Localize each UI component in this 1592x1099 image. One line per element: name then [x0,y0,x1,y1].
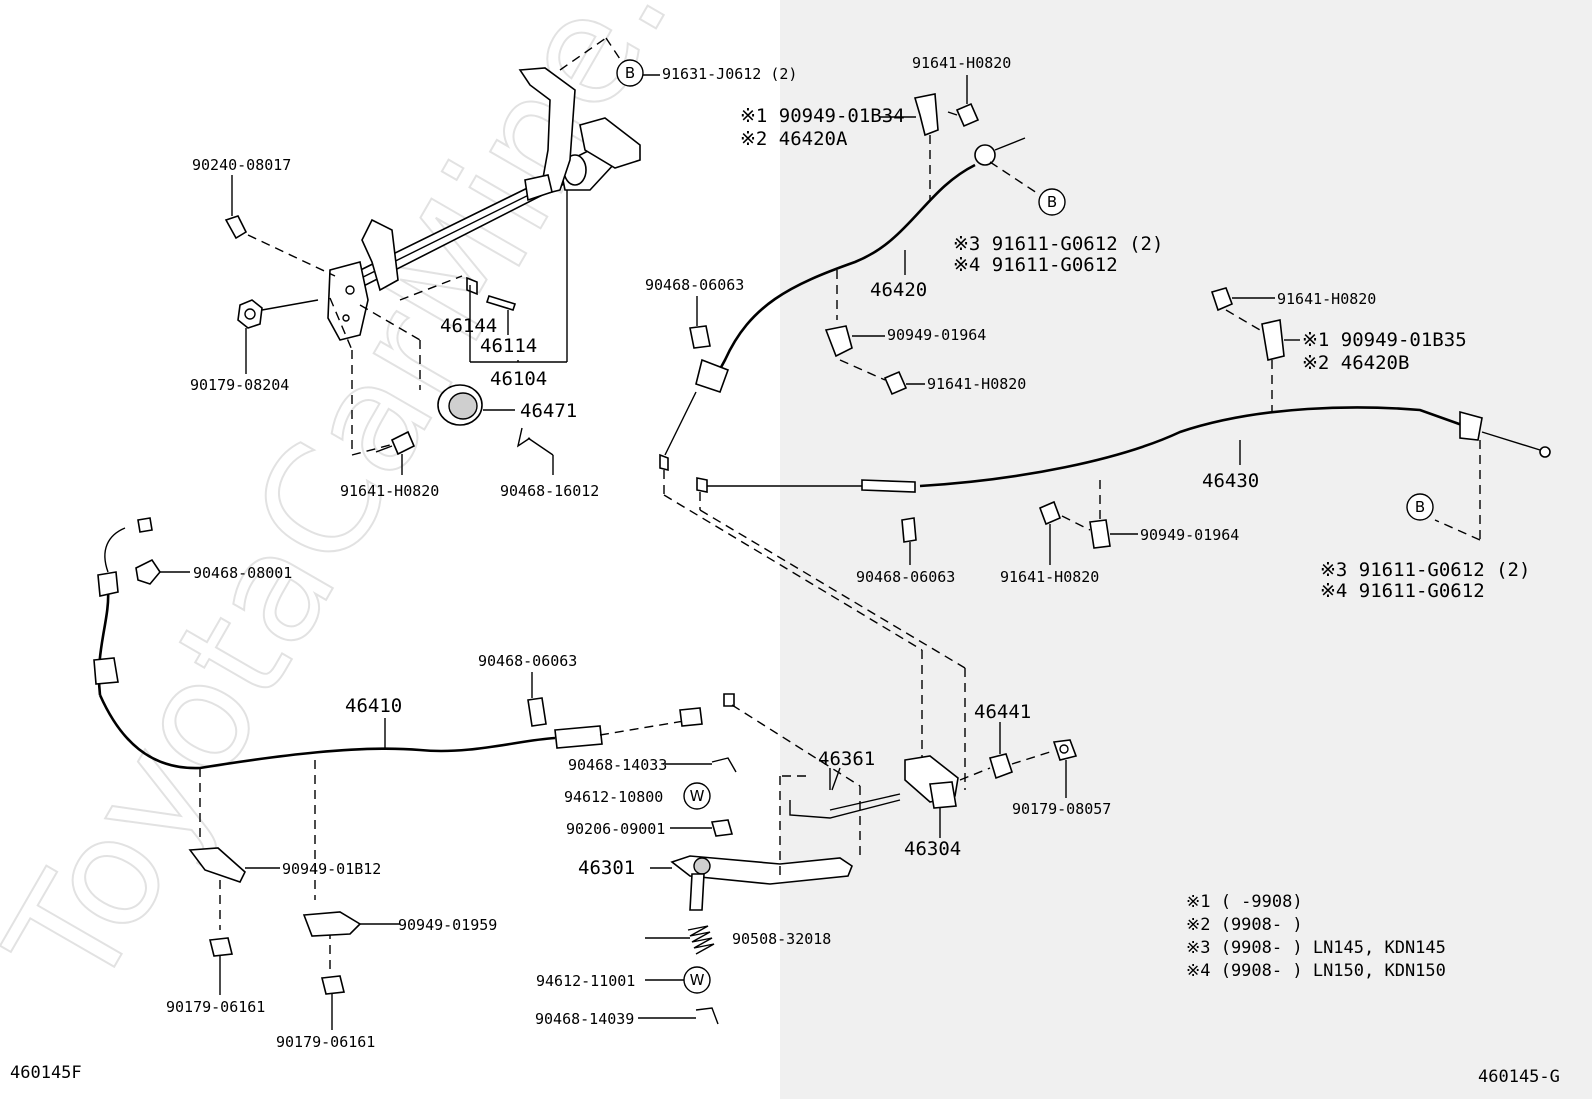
label-46361: 46361 [818,748,875,770]
label-46471: 46471 [520,400,577,422]
clip-90468-14033-icon [665,757,737,773]
label-90468-16012: 90468-16012 [500,482,599,500]
label-90468-06063-a: 90468-06063 [645,276,744,294]
callout-b-top: B [616,59,644,87]
bracket-90949-01b34-icon [880,93,939,200]
label-90949-01959: 90949-01959 [398,916,497,934]
bolt-91641-h0820-top-icon [947,75,980,128]
label-90240-08017: 90240-08017 [192,156,291,174]
label-91641-h0820-lower: 91641-H0820 [1000,568,1099,586]
label-90468-06063-b: 90468-06063 [856,568,955,586]
label-46420: 46420 [870,279,927,301]
label-90468-08001: 90468-08001 [193,564,292,582]
label-91641-h0820-right: 91641-H0820 [1277,290,1376,308]
label-90468-14033: 90468-14033 [568,756,667,774]
label-90179-06161-a: 90179-06161 [166,998,265,1016]
clip-90468-14039-icon [638,1007,719,1025]
callout-w-1: W [683,782,711,810]
svg-text:B: B [1415,498,1425,516]
cable-46410 [93,517,735,770]
clip-90468-16012-icon [516,427,554,475]
bracket-90949-01959-icon [302,911,400,937]
pedal-lever-assembly [327,67,641,341]
clip-90468-06063-c-icon [527,672,547,727]
label-91611-g0612-a1: ※3 91611-G0612 (2) [953,233,1163,255]
label-94612-10800: 94612-10800 [564,788,663,806]
label-90468-14039: 90468-14039 [535,1010,634,1028]
pulley-46471-icon [437,384,515,426]
label-91611-g0612-b2: ※4 91611-G0612 [1320,580,1485,602]
label-91611-g0612-b1: ※3 91611-G0612 (2) [1320,559,1530,581]
label-46114: 46114 [480,335,537,357]
label-91641-h0820-mid: 91641-H0820 [927,375,1026,393]
bolt-91641-h0820-left-icon [375,430,416,475]
label-91631-j0612: 91631-J0612 (2) [662,65,797,83]
label-91641-h0820-left: 91641-H0820 [340,482,439,500]
label-90949-01b12: 90949-01B12 [282,860,381,878]
bolt-91641-h0820-mid-icon [839,359,925,396]
callout-b-right: B [1406,493,1434,521]
svg-text:B: B [625,64,635,82]
label-90949-01964-a: 90949-01964 [887,326,986,344]
nut-90179-06161-b-icon [321,975,345,1030]
bolt-90240-08017-icon [224,175,248,240]
footnote-2: ※2 (9908- ) [1186,915,1303,935]
bolt-91641-h0820-lower-icon [1038,500,1062,565]
bolt-91641-h0820-right-icon [1210,287,1275,331]
label-94612-11001: 94612-11001 [536,972,635,990]
svg-text:B: B [1047,193,1057,211]
bracket-90949-01964-b-icon [1061,480,1138,549]
cable-46430 [696,406,1551,493]
footnote-4: ※4 (9908- ) LN150, KDN150 [1186,961,1446,981]
bracket-90949-01b12-icon [188,847,280,883]
nut-90179-06161-a-icon [209,937,233,995]
label-46304: 46304 [904,838,961,860]
label-46420b: ※2 46420B [1302,352,1409,374]
label-91611-g0612-a2: ※4 91611-G0612 [953,254,1118,276]
label-90949-01b34: ※1 90949-01B34 [740,105,905,127]
clip-90468-06063-b-icon [901,517,917,565]
label-90179-08204: 90179-08204 [190,376,289,394]
footnote-3: ※3 (9908- ) LN145, KDN145 [1186,938,1446,958]
label-90949-01b35: ※1 90949-01B35 [1302,329,1467,351]
label-90949-01964-b: 90949-01964 [1140,526,1239,544]
label-90206-09001: 90206-09001 [566,820,665,838]
shaded-background-panel [780,0,1592,1099]
label-46420a: ※2 46420A [740,128,848,150]
label-46301: 46301 [578,857,635,879]
svg-text:W: W [690,787,705,805]
label-90508-32018: 90508-32018 [732,930,831,948]
label-90468-06063-c: 90468-06063 [478,652,577,670]
label-46104: 46104 [490,368,547,390]
label-46430: 46430 [1202,470,1259,492]
clip-90468-08001-icon [135,558,190,585]
label-46144: 46144 [440,315,497,337]
bracket-90949-01b35-icon [1261,319,1300,412]
footnote-legend: ※1 ( -9908) ※2 (9908- ) ※3 (9908- ) LN14… [1186,892,1446,981]
callout-b-mid: B [1038,188,1066,216]
svg-text:W: W [690,971,705,989]
label-46441: 46441 [974,701,1031,723]
nut-90179-08057-icon [1052,739,1078,798]
label-90179-06161-b: 90179-06161 [276,1033,375,1051]
diagram-code-right: 460145-G [1478,1067,1560,1087]
clip-90468-06063-a-icon [689,296,711,349]
equalizer-assembly [670,755,959,955]
label-90179-08057: 90179-08057 [1012,800,1111,818]
watermark-text: ToyotaCarMine.ru [0,0,781,1019]
pin-90206-09001-icon [670,819,734,837]
nut-90179-08204-icon [237,299,319,374]
cable-46420 [659,137,1026,472]
nut-46441-icon [959,722,1051,781]
bracket-90949-01964-a-icon [824,325,885,358]
label-91641-h0820-top: 91641-H0820 [912,54,1011,72]
diagram-code-left: 460145F [10,1063,82,1083]
footnote-1: ※1 ( -9908) [1186,892,1303,912]
callout-w-2: W [683,966,711,994]
label-46410: 46410 [345,695,402,717]
